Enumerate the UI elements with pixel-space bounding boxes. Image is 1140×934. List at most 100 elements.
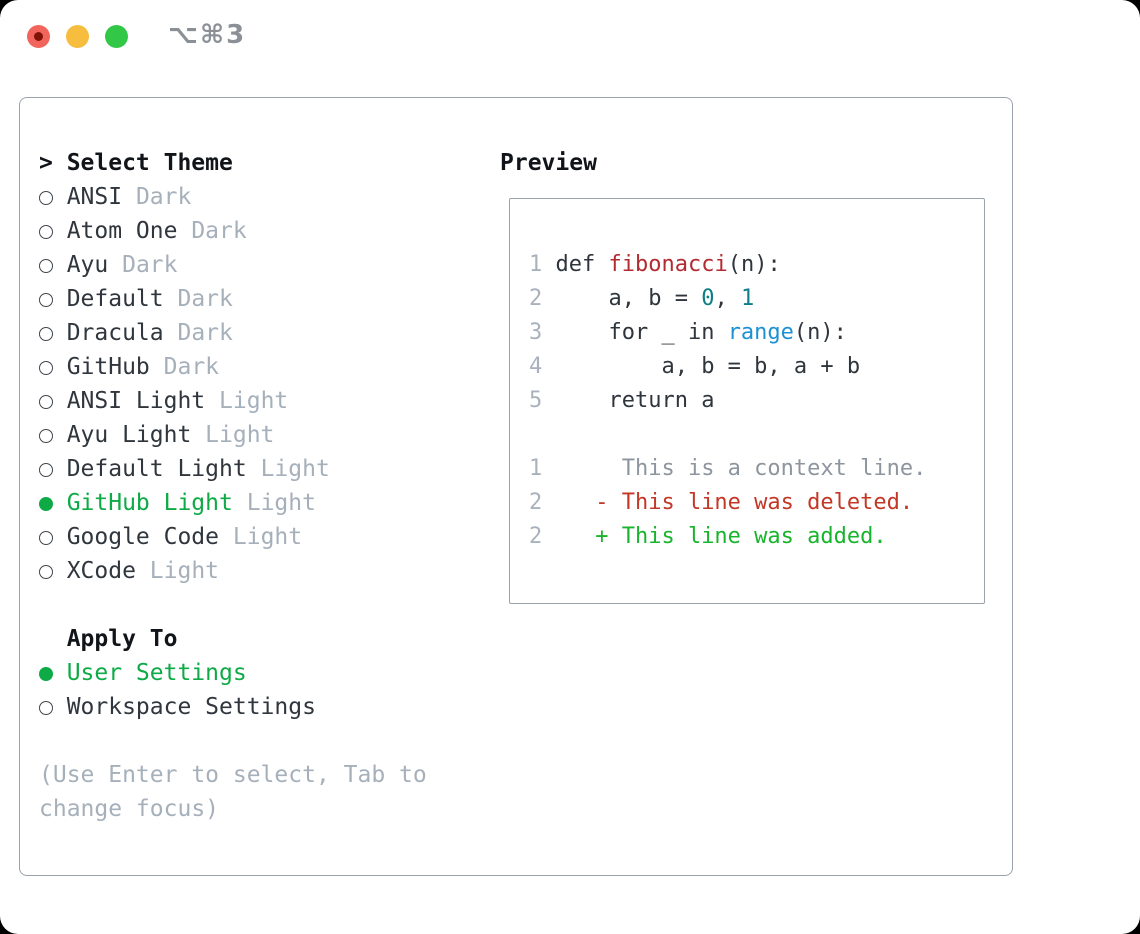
line-number: 2 (529, 490, 543, 515)
code-line: 2 - This line was deleted. (529, 486, 984, 520)
option-variant-tag: Dark (177, 320, 233, 346)
option-label: User Settings (66, 660, 247, 686)
code-token-code: def (542, 252, 609, 277)
code-token-code: a, b = (542, 286, 702, 311)
code-line: 1 This is a context line. (529, 452, 984, 486)
code-token-code: a, b = b, a + b (542, 354, 861, 379)
code-token-code: (n): (793, 320, 847, 345)
code-line: 2 + This line was added. (529, 520, 984, 554)
radio-icon (39, 248, 67, 282)
code-token-number: 0 (701, 286, 715, 311)
prompt-icon: > (39, 150, 53, 176)
radio-selected-icon (39, 486, 67, 520)
option-variant-tag: Dark (177, 286, 233, 312)
radio-icon (39, 214, 67, 248)
option-label: Workspace Settings (66, 694, 316, 720)
theme-item-github-light[interactable]: GitHub Light Light (39, 486, 499, 520)
theme-item-atom-one[interactable]: Atom One Dark (39, 214, 499, 248)
line-number: 2 (529, 286, 543, 311)
radio-icon (39, 554, 67, 588)
option-label: Ayu (66, 252, 109, 278)
theme-item-default-light[interactable]: Default Light Light (39, 452, 499, 486)
code-token-builtin: range (727, 320, 794, 345)
line-number: 1 (529, 252, 543, 277)
theme-item-xcode[interactable]: XCode Light (39, 554, 499, 588)
option-label: Default (66, 286, 164, 312)
line-number: 5 (529, 388, 543, 413)
traffic-lights (27, 25, 128, 48)
radio-icon (39, 690, 67, 724)
code-token-context: This is a context line. (542, 456, 927, 481)
titlebar: ⌥⌘3 (0, 0, 1140, 97)
theme-item-ayu-light[interactable]: Ayu Light Light (39, 418, 499, 452)
code-line: 4 a, b = b, a + b (529, 350, 984, 384)
radio-icon (39, 418, 67, 452)
option-label: Google Code (66, 524, 220, 550)
code-token-number: 1 (740, 286, 755, 311)
theme-item-ansi-light[interactable]: ANSI Light Light (39, 384, 499, 418)
option-variant-tag: Dark (191, 218, 247, 244)
window-shortcut-label: ⌥⌘3 (168, 20, 247, 50)
theme-item-ansi[interactable]: ANSI Dark (39, 180, 499, 214)
theme-item-google-code[interactable]: Google Code Light (39, 520, 499, 554)
radio-icon (39, 316, 67, 350)
code-token-added: + This line was added. (542, 524, 887, 549)
option-label: GitHub (66, 354, 150, 380)
select-theme-header: > Select Theme (39, 146, 499, 180)
option-label: ANSI Light (66, 388, 206, 414)
apply-to-header: Apply To (66, 626, 178, 652)
apply-option-user-settings[interactable]: User Settings (39, 656, 499, 690)
option-variant-tag: Dark (163, 354, 220, 380)
preview-column: Preview 1 def fibonacci(n):2 a, b = 0, 1… (499, 146, 992, 875)
line-number: 4 (529, 354, 543, 379)
code-token-func: fibonacci (608, 252, 728, 277)
option-label: Atom One (66, 218, 178, 244)
apply-option-workspace-settings[interactable]: Workspace Settings (39, 690, 499, 724)
option-variant-tag: Dark (135, 184, 192, 210)
line-number: 3 (529, 320, 543, 345)
option-label: ANSI (66, 184, 123, 210)
zoom-button-icon[interactable] (105, 25, 128, 48)
option-label: XCode (66, 558, 136, 584)
code-token-code: (n): (727, 252, 781, 277)
radio-icon (39, 384, 67, 418)
line-number: 2 (529, 524, 543, 549)
option-variant-tag: Dark (122, 252, 178, 278)
line-number: 1 (529, 456, 543, 481)
code-token-code: , (714, 286, 741, 311)
code-line: 5 return a (529, 384, 984, 418)
spacer (39, 724, 499, 758)
code-line: 1 def fibonacci(n): (529, 248, 984, 282)
option-label: Default Light (66, 456, 247, 482)
hint-line-2: change focus) (39, 796, 220, 822)
option-label: Ayu Light (66, 422, 192, 448)
select-theme-title: Select Theme (66, 150, 233, 176)
preview-title: Preview (500, 150, 597, 176)
theme-item-ayu[interactable]: Ayu Dark (39, 248, 499, 282)
theme-item-dracula[interactable]: Dracula Dark (39, 316, 499, 350)
option-label: Dracula (66, 320, 164, 346)
minimize-button-icon[interactable] (66, 25, 89, 48)
theme-item-github[interactable]: GitHub Dark (39, 350, 499, 384)
option-variant-tag: Light (246, 490, 316, 516)
radio-icon (39, 282, 67, 316)
option-label: GitHub Light (66, 490, 233, 516)
radio-selected-icon (39, 656, 67, 690)
radio-icon (39, 452, 67, 486)
close-button-icon[interactable] (27, 25, 50, 48)
radio-icon (39, 520, 67, 554)
option-variant-tag: Light (149, 558, 220, 584)
code-line: 2 a, b = 0, 1 (529, 282, 984, 316)
code-token-deleted: - This line was deleted. (542, 490, 914, 515)
spacer (39, 588, 499, 622)
radio-icon (39, 180, 67, 214)
theme-item-default[interactable]: Default Dark (39, 282, 499, 316)
hint-line-1: (Use Enter to select, Tab to (39, 762, 427, 788)
